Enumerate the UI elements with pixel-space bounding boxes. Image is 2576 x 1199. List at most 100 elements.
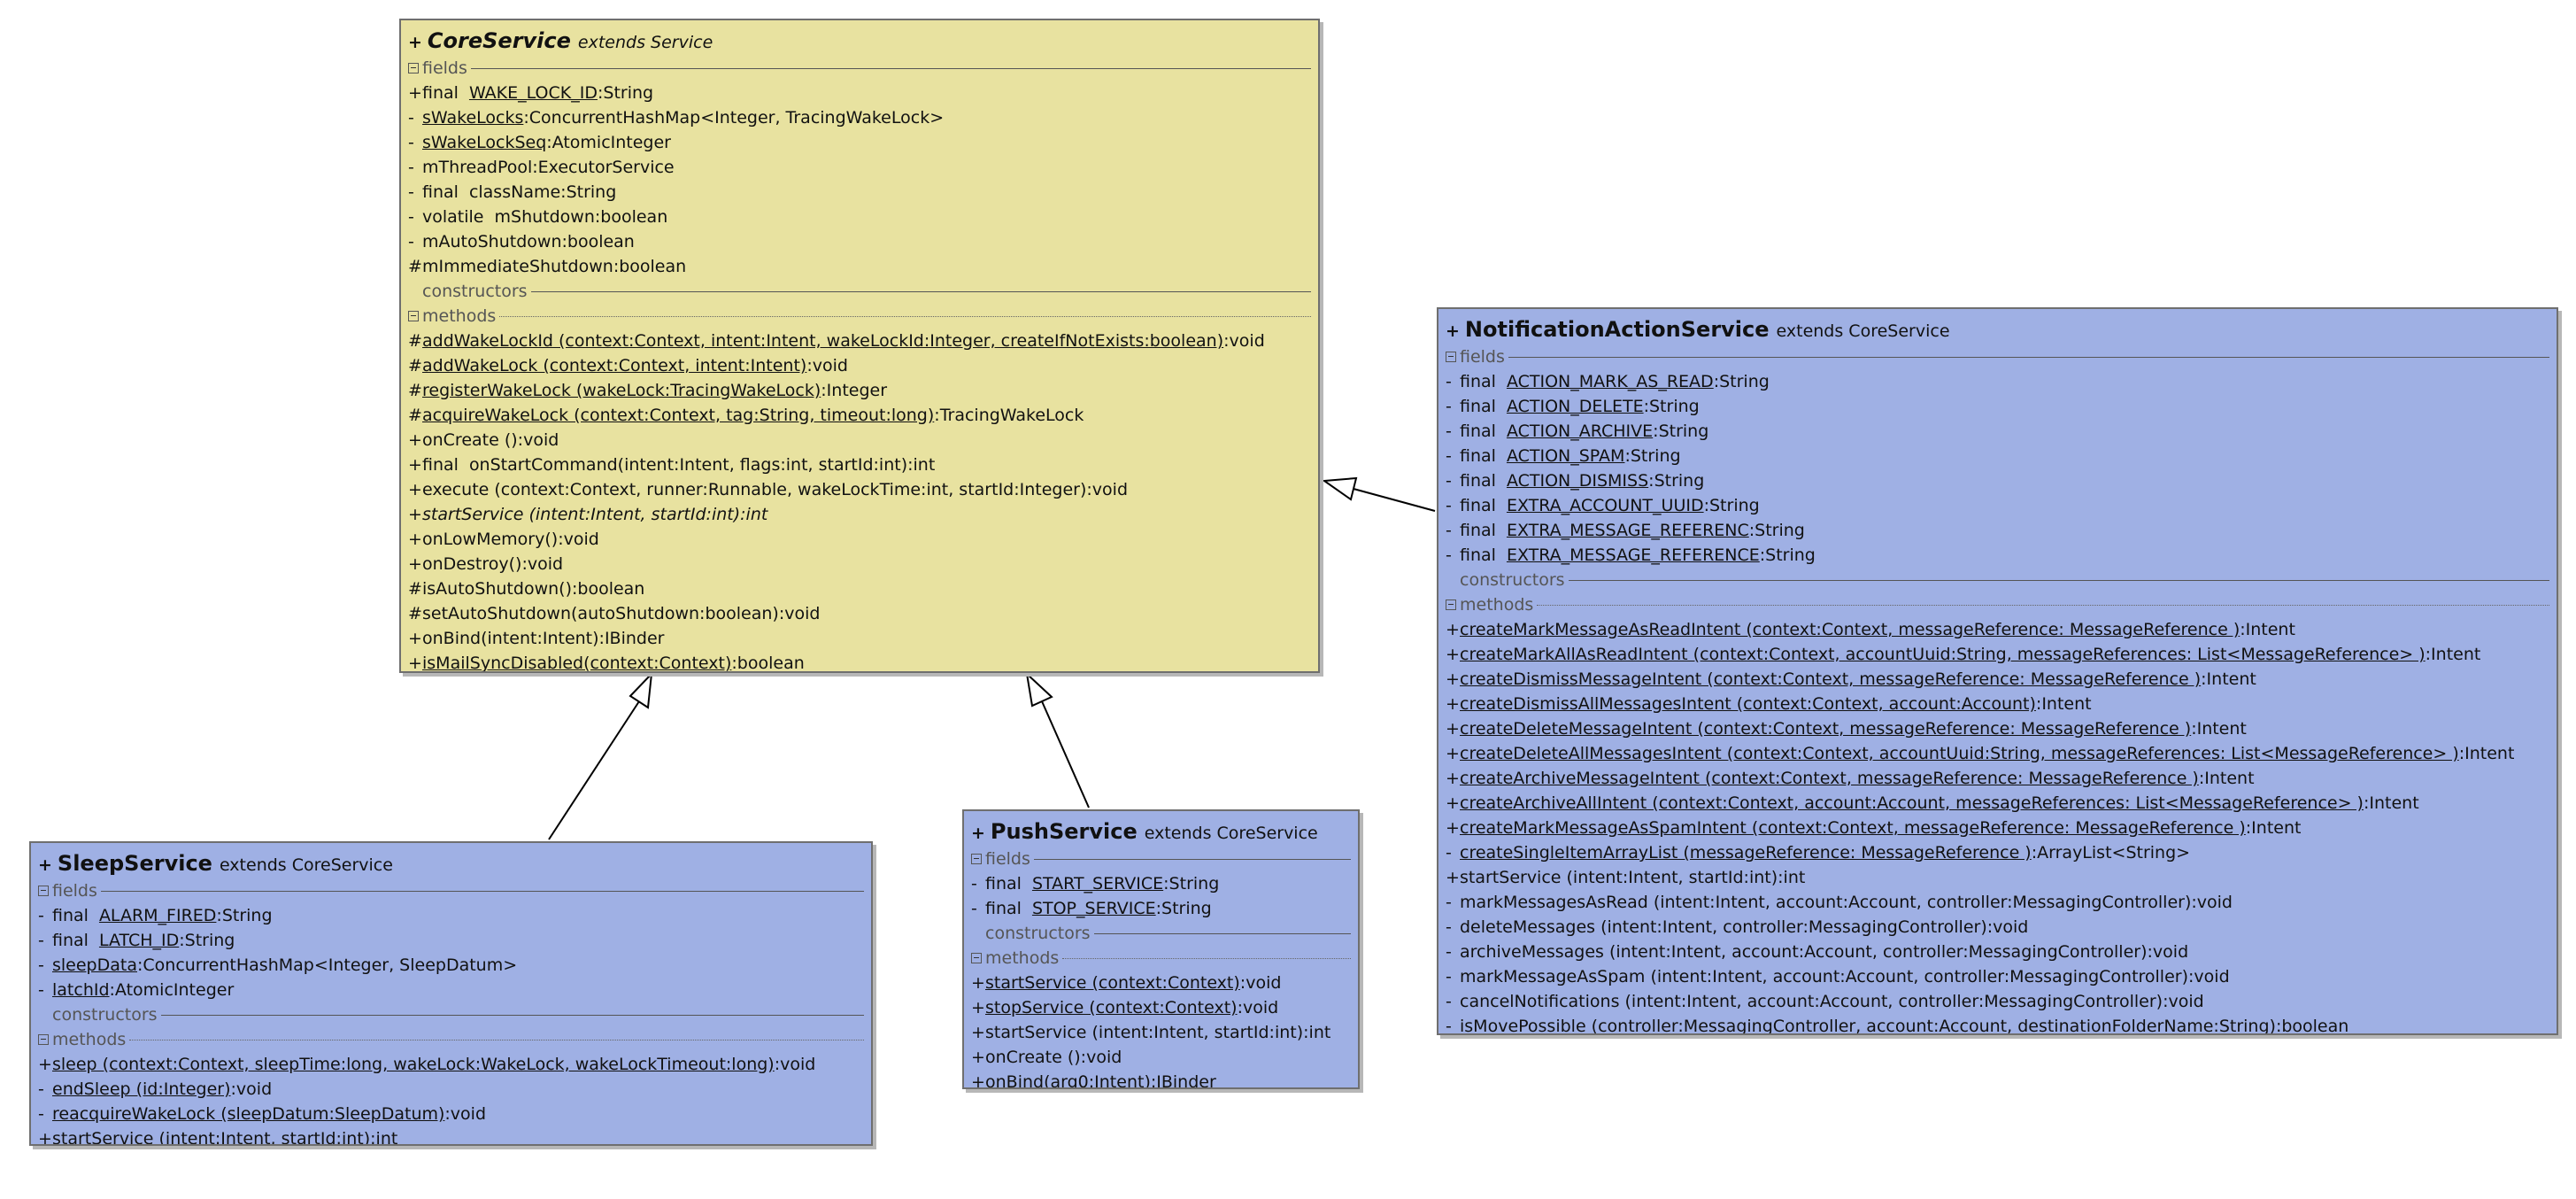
method-row[interactable]: -isMovePossible (controller:MessagingCon… [1446, 1014, 2549, 1033]
method-row[interactable]: +onBind(arg0:Intent):IBinder [971, 1070, 1351, 1089]
constructors-section-label: constructors [422, 282, 528, 301]
method-row[interactable]: +startService (intent:Intent, startId:in… [971, 1020, 1351, 1045]
methods-section-header[interactable]: methods [38, 1027, 864, 1052]
field-row[interactable]: -mAutoShutdown:boolean [408, 229, 1311, 254]
method-row[interactable]: +createMarkAllAsReadIntent (context:Cont… [1446, 642, 2549, 667]
method-row[interactable]: +startService (intent:Intent, startId:in… [1446, 865, 2549, 890]
field-type: :ConcurrentHashMap<Integer, SleepDatum> [136, 955, 518, 975]
fields-section-header[interactable]: fields [971, 847, 1351, 871]
method-visibility: + [1446, 793, 1460, 813]
fields-section-header[interactable]: fields [408, 56, 1311, 81]
method-row[interactable]: -reacquireWakeLock (sleepDatum:SleepDatu… [38, 1102, 864, 1126]
method-row[interactable]: +startService (context:Context):void [971, 971, 1351, 995]
method-row[interactable]: +sleep (context:Context, sleepTime:long,… [38, 1052, 864, 1077]
method-row[interactable]: +createArchiveMessageIntent (context:Con… [1446, 766, 2549, 791]
method-row[interactable]: +createMarkMessageAsSpamIntent (context:… [1446, 816, 2549, 840]
collapse-toggle-icon[interactable] [1446, 352, 1456, 362]
method-row[interactable]: #isAutoShutdown():boolean [408, 576, 1311, 601]
collapse-toggle-icon[interactable] [971, 953, 982, 963]
method-row[interactable]: -archiveMessages (intent:Intent, account… [1446, 940, 2549, 964]
method-name: execute (context:Context, runner:Runnabl… [422, 480, 1087, 499]
method-visibility: + [1446, 744, 1460, 763]
method-row[interactable]: +onCreate ():void [971, 1045, 1351, 1070]
method-row[interactable]: +onCreate ():void [408, 428, 1311, 453]
collapse-toggle-icon[interactable] [38, 886, 49, 896]
method-row[interactable]: +createDismissAllMessagesIntent (context… [1446, 692, 2549, 716]
method-row[interactable]: -deleteMessages (intent:Intent, controll… [1446, 915, 2549, 940]
method-row[interactable]: +execute (context:Context, runner:Runnab… [408, 477, 1311, 502]
constructors-section-header[interactable]: constructors [408, 279, 1311, 304]
method-row[interactable]: -markMessageAsSpam (intent:Intent, accou… [1446, 964, 2549, 989]
method-row[interactable]: #acquireWakeLock (context:Context, tag:S… [408, 403, 1311, 428]
collapse-toggle-icon[interactable] [971, 854, 982, 864]
constructors-section-header[interactable]: constructors [1446, 568, 2549, 592]
method-row[interactable]: #addWakeLock (context:Context, intent:In… [408, 353, 1311, 378]
method-row[interactable]: #registerWakeLock (wakeLock:TracingWakeL… [408, 378, 1311, 403]
field-row[interactable]: -latchId:AtomicInteger [38, 978, 864, 1002]
edge-pushservice-to-coreservice [1025, 671, 1090, 808]
method-type: :void [558, 530, 599, 549]
method-row[interactable]: #setAutoShutdown(autoShutdown:boolean):v… [408, 601, 1311, 626]
method-row[interactable]: +isMailSyncDisabled(context:Context):boo… [408, 651, 1311, 671]
constructors-section-header[interactable]: constructors [38, 1002, 864, 1027]
method-row[interactable]: +createDeleteMessageIntent (context:Cont… [1446, 716, 2549, 741]
collapse-toggle-icon[interactable] [408, 311, 419, 321]
method-name: createArchiveAllIntent (context:Context,… [1460, 793, 2364, 813]
field-modifier: final [1460, 471, 1496, 491]
method-type: :IBinder [1150, 1072, 1216, 1089]
method-row[interactable]: +stopService (context:Context):void [971, 995, 1351, 1020]
field-name: latchId [52, 980, 110, 1000]
class-extends: extends CoreService [1776, 321, 1950, 341]
field-modifier: final [52, 931, 89, 950]
field-row[interactable]: -sWakeLocks:ConcurrentHashMap<Integer, T… [408, 105, 1311, 130]
method-row[interactable]: +onDestroy():void [408, 552, 1311, 576]
collapse-toggle-icon[interactable] [1446, 600, 1456, 610]
methods-section-header[interactable]: methods [408, 304, 1311, 329]
fields-section-header[interactable]: fields [38, 878, 864, 903]
collapse-toggle-icon[interactable] [408, 63, 419, 73]
method-row[interactable]: #addWakeLockId (context:Context, intent:… [408, 329, 1311, 353]
method-row[interactable]: -cancelNotifications (intent:Intent, acc… [1446, 989, 2549, 1014]
field-row[interactable]: #mImmediateShutdown:boolean [408, 254, 1311, 279]
methods-section-header[interactable]: methods [1446, 592, 2549, 617]
field-row[interactable]: -mThreadPool:ExecutorService [408, 155, 1311, 180]
method-row[interactable]: -markMessagesAsRead (intent:Intent, acco… [1446, 890, 2549, 915]
method-row[interactable]: -createSingleItemArrayList (messageRefer… [1446, 840, 2549, 865]
method-row[interactable]: -endSleep (id:Integer):void [38, 1077, 864, 1102]
field-name: mShutdown [494, 207, 595, 227]
method-row[interactable]: +startService (intent:Intent, startId:in… [38, 1126, 864, 1144]
method-row[interactable]: +onLowMemory():void [408, 527, 1311, 552]
method-row[interactable]: +createMarkMessageAsReadIntent (context:… [1446, 617, 2549, 642]
method-row[interactable]: +onBind(intent:Intent):IBinder [408, 626, 1311, 651]
fields-section-header[interactable]: fields [1446, 344, 2549, 369]
field-row[interactable]: -sWakeLockSeq:AtomicInteger [408, 130, 1311, 155]
method-row[interactable]: +createArchiveAllIntent (context:Context… [1446, 791, 2549, 816]
field-row[interactable]: -sleepData:ConcurrentHashMap<Integer, Sl… [38, 953, 864, 978]
constructors-section-header[interactable]: constructors [971, 921, 1351, 946]
method-row[interactable]: +createDismissMessageIntent (context:Con… [1446, 667, 2549, 692]
collapse-toggle-icon[interactable] [38, 1034, 49, 1045]
methods-section-header[interactable]: methods [971, 946, 1351, 971]
method-row[interactable]: +startService (intent:Intent, startId:in… [408, 502, 1311, 527]
method-row[interactable]: +createDeleteAllMessagesIntent (context:… [1446, 741, 2549, 766]
